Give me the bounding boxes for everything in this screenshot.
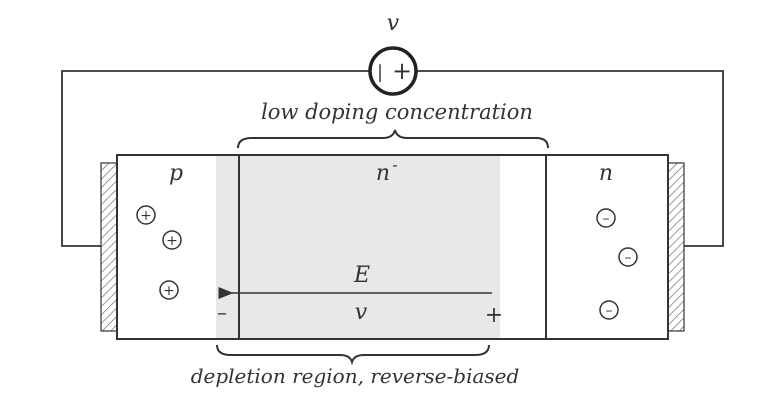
electron-charge: –	[618, 247, 638, 267]
source-minus-terminal: |	[377, 62, 383, 83]
right-contact	[667, 162, 685, 332]
svg-text:–: –	[625, 250, 632, 266]
electron-charge: –	[599, 300, 619, 320]
svg-text:+: +	[163, 283, 175, 299]
hole-charge: +	[136, 205, 156, 225]
circuit-wire-left	[61, 70, 369, 247]
voltage-source	[368, 46, 418, 96]
depletion-plus-sign: +	[485, 303, 503, 328]
left-contact	[100, 162, 118, 332]
n-region-label: n	[599, 161, 613, 186]
svg-text:–: –	[603, 211, 610, 227]
voltage-label-top: v	[387, 11, 400, 36]
hole-charge: +	[159, 280, 179, 300]
hole-charge: +	[162, 230, 182, 250]
voltage-label-inner: v	[355, 300, 368, 325]
electron-charge: –	[596, 208, 616, 228]
n-minus-superscript: -	[392, 155, 397, 174]
low-doping-brace	[237, 129, 549, 149]
svg-text:–: –	[606, 303, 613, 319]
n-minus-region-label: n	[376, 161, 390, 186]
p-region-label: p	[169, 161, 183, 186]
field-label: E	[353, 263, 370, 288]
circuit-wire-right	[417, 70, 724, 247]
depletion-minus-sign: –	[217, 300, 227, 324]
svg-text:+: +	[140, 208, 152, 224]
depletion-label: depletion region, reverse-biased	[191, 364, 520, 388]
low-doping-label: low doping concentration	[261, 100, 533, 124]
source-plus-terminal: +	[392, 57, 412, 85]
depletion-brace	[216, 344, 490, 366]
depletion-shading	[216, 156, 500, 338]
svg-text:+: +	[166, 233, 178, 249]
